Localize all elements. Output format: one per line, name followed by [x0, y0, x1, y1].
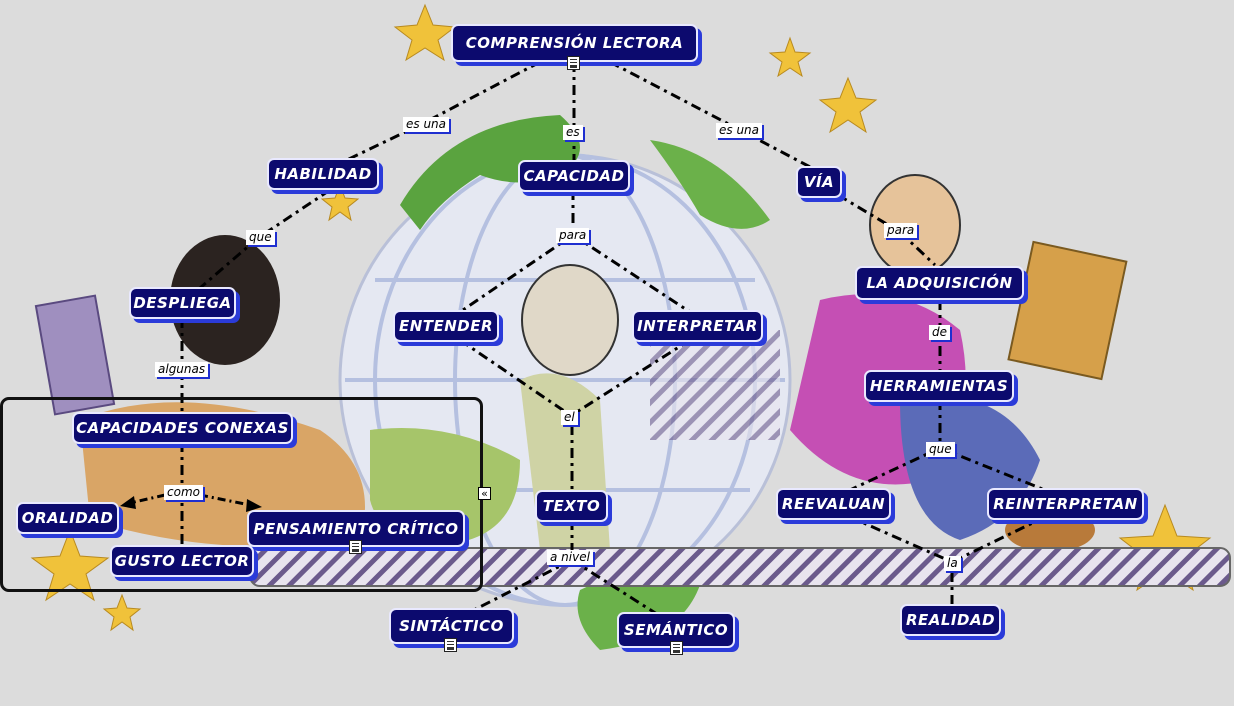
node-label: HABILIDAD	[274, 165, 372, 183]
node-label: VÍA	[803, 173, 835, 191]
node-label: CAPACIDAD	[523, 167, 625, 185]
node-despliega[interactable]: DESPLIEGA	[129, 287, 236, 319]
node-label: ORALIDAD	[21, 509, 114, 527]
node-capacidades-conexas[interactable]: CAPACIDADES CONEXAS	[72, 412, 293, 444]
arrow-head-oralidad	[120, 496, 136, 509]
link-label-es-una-left: es una	[403, 117, 450, 132]
node-habilidad[interactable]: HABILIDAD	[267, 158, 379, 190]
node-label: REALIDAD	[905, 611, 996, 629]
node-reevaluan[interactable]: REEVALUAN	[776, 488, 891, 520]
collapse-icon[interactable]: «	[478, 487, 491, 500]
link-label-para-right: para	[884, 223, 918, 238]
arrow-head-pensamiento	[246, 499, 262, 512]
link-label-es: es	[563, 125, 583, 140]
document-icon[interactable]	[670, 641, 683, 655]
link-label-de: de	[929, 325, 950, 340]
node-via[interactable]: VÍA	[796, 166, 842, 198]
link-label-algunas: algunas	[155, 362, 209, 377]
document-icon[interactable]	[444, 638, 457, 652]
node-label: ENTENDER	[398, 317, 494, 335]
node-interpretar[interactable]: INTERPRETAR	[632, 310, 763, 342]
node-oralidad[interactable]: ORALIDAD	[16, 502, 119, 534]
node-label: DESPLIEGA	[133, 294, 232, 312]
node-label: INTERPRETAR	[637, 317, 758, 335]
link-label-a-nivel: a nivel	[547, 550, 593, 565]
node-label: TEXTO	[542, 497, 601, 515]
node-label: CAPACIDADES CONEXAS	[76, 419, 289, 437]
node-gusto-lector[interactable]: GUSTO LECTOR	[110, 545, 254, 577]
node-label: PENSAMIENTO CRÍTICO	[253, 519, 459, 538]
link-label-como: como	[164, 485, 203, 500]
link-label-el: el	[561, 410, 578, 425]
node-label: GUSTO LECTOR	[114, 552, 250, 570]
node-label: REINTERPRETAN	[993, 495, 1138, 513]
node-label: HERRAMIENTAS	[869, 377, 1009, 395]
node-realidad[interactable]: REALIDAD	[900, 604, 1001, 636]
node-la-adquisicion[interactable]: LA ADQUISICIÓN	[855, 266, 1024, 300]
node-label: SEMÁNTICO	[623, 621, 729, 639]
node-reinterpretan[interactable]: REINTERPRETAN	[987, 488, 1144, 520]
node-capacidad[interactable]: CAPACIDAD	[518, 160, 630, 192]
link-label-que-left: que	[246, 230, 275, 245]
node-label: SINTÁCTICO	[399, 617, 504, 635]
node-comprension-lectora[interactable]: COMPRENSIÓN LECTORA	[451, 24, 698, 62]
document-icon[interactable]	[567, 56, 580, 70]
node-label: COMPRENSIÓN LECTORA	[465, 34, 684, 52]
link-label-que-right: que	[926, 442, 955, 457]
document-icon[interactable]	[349, 540, 362, 554]
node-pensamiento-critico[interactable]: PENSAMIENTO CRÍTICO	[247, 510, 465, 547]
node-entender[interactable]: ENTENDER	[393, 310, 499, 342]
node-herramientas[interactable]: HERRAMIENTAS	[864, 370, 1014, 402]
link-label-la: la	[944, 556, 961, 571]
link-label-es-una-right: es una	[716, 123, 763, 138]
node-label: REEVALUAN	[781, 495, 886, 513]
link-label-para-center: para	[556, 228, 590, 243]
node-label: LA ADQUISICIÓN	[866, 274, 1013, 292]
como-arrows	[129, 493, 251, 507]
node-texto[interactable]: TEXTO	[535, 490, 608, 522]
